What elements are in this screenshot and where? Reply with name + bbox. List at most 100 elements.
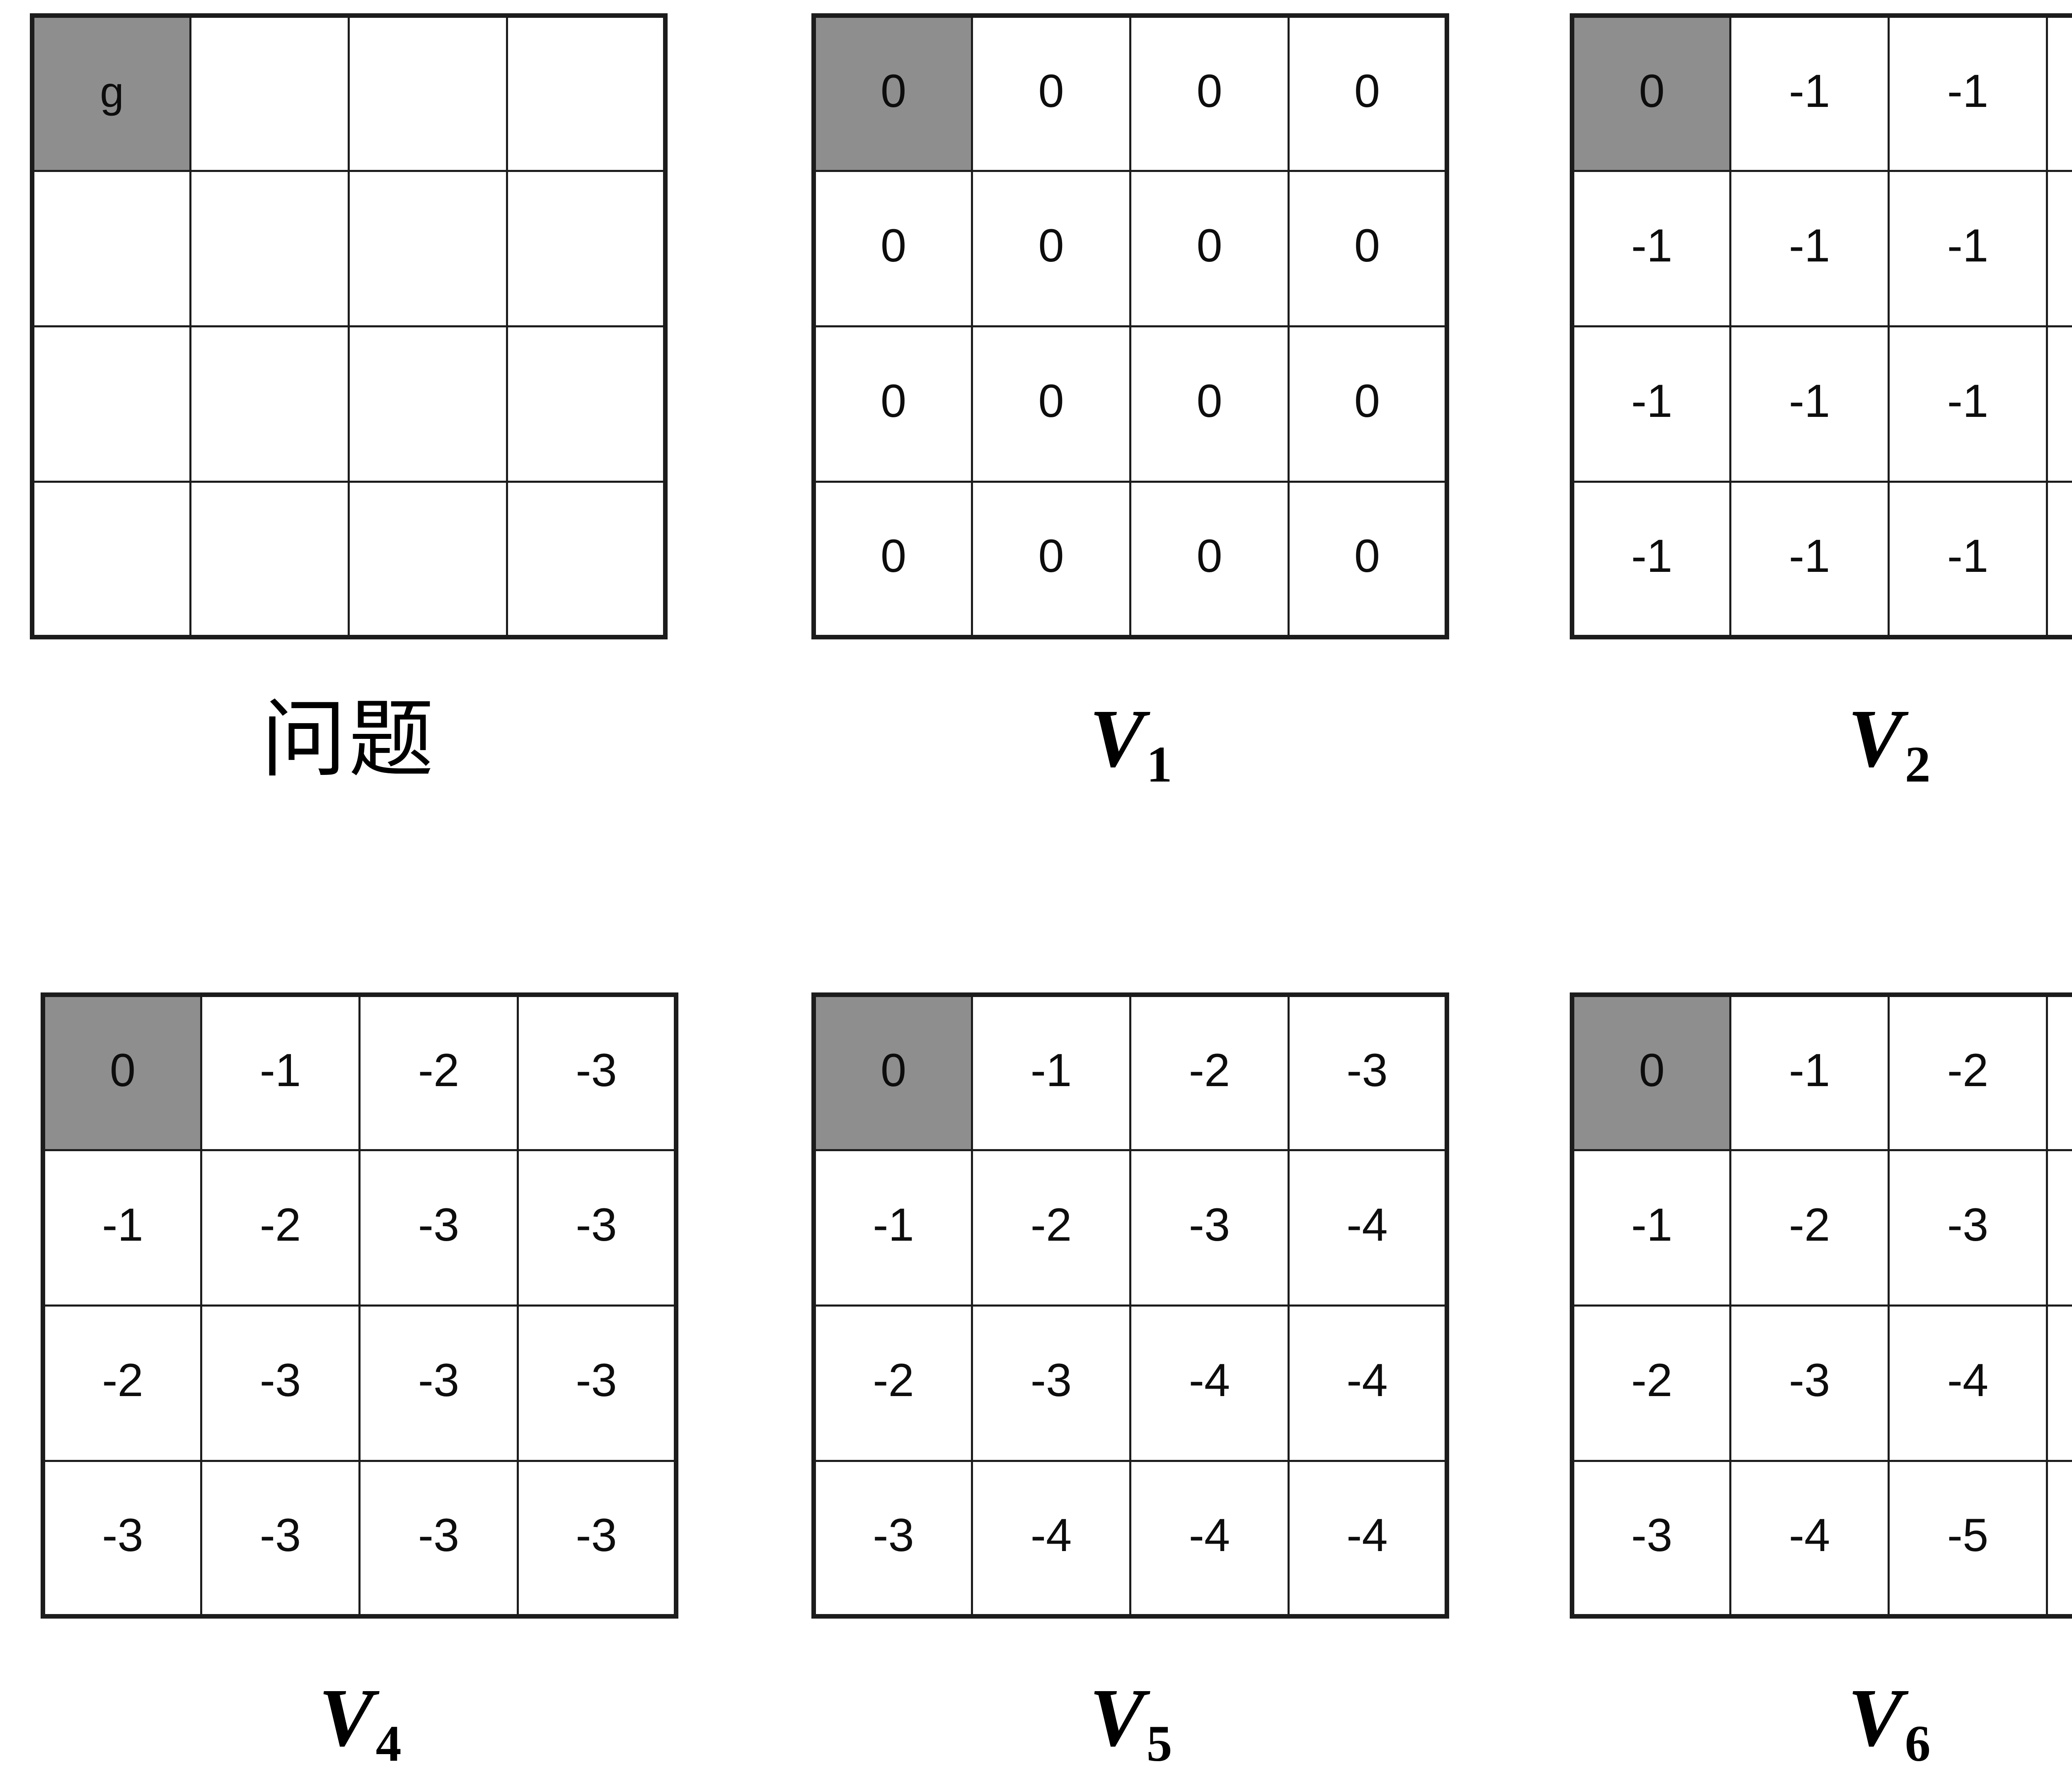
grid-row: -1-1-1-1 bbox=[1571, 325, 2072, 483]
grid-cell[interactable]: 0 bbox=[1288, 170, 1448, 327]
grid-cell[interactable]: -3 bbox=[42, 1460, 202, 1617]
grid-cell[interactable]: -2 bbox=[971, 1149, 1131, 1307]
grid-cell[interactable]: -3 bbox=[517, 1149, 677, 1307]
grid-cell[interactable]: 0 bbox=[1129, 170, 1290, 327]
grid-cell[interactable]: -1 bbox=[2046, 325, 2072, 483]
grid-cell[interactable]: 0 bbox=[971, 170, 1131, 327]
grid-cell[interactable]: 0 bbox=[813, 325, 973, 483]
grid-cell[interactable]: -1 bbox=[1888, 325, 2048, 483]
grid-cell[interactable]: -1 bbox=[1729, 481, 1890, 638]
grid-cell[interactable]: -1 bbox=[1888, 170, 2048, 327]
grid-cell[interactable] bbox=[348, 15, 508, 172]
grid-cell[interactable]: 0 bbox=[1129, 481, 1290, 638]
grid-cell[interactable]: 0 bbox=[813, 170, 973, 327]
grid-cell[interactable]: -3 bbox=[358, 1460, 519, 1617]
grid-cell[interactable]: 0 bbox=[971, 15, 1131, 172]
grid-cell[interactable]: -1 bbox=[1888, 15, 2048, 172]
grid-cell[interactable]: -5 bbox=[2046, 1304, 2072, 1462]
grid-cell[interactable]: -5 bbox=[1888, 1460, 2048, 1617]
grid-cell[interactable] bbox=[31, 170, 191, 327]
grid-cell[interactable]: -1 bbox=[1571, 1149, 1731, 1307]
grid-row bbox=[31, 325, 666, 483]
grid-cell[interactable] bbox=[189, 170, 350, 327]
grid-cell[interactable]: -3 bbox=[1729, 1304, 1890, 1462]
grid-cell[interactable]: -1 bbox=[1888, 481, 2048, 638]
grid-cell[interactable]: -3 bbox=[517, 994, 677, 1151]
grid-cell[interactable]: -4 bbox=[1288, 1460, 1448, 1617]
grid-cell[interactable] bbox=[189, 481, 350, 638]
grid-cell[interactable]: -2 bbox=[358, 994, 519, 1151]
grid-cell[interactable]: g bbox=[31, 15, 191, 172]
grid-cell[interactable] bbox=[506, 15, 666, 172]
grid-cell[interactable] bbox=[31, 325, 191, 483]
grid-cell[interactable]: 0 bbox=[1571, 994, 1731, 1151]
grid-cell[interactable]: -2 bbox=[1129, 994, 1290, 1151]
grid-cell[interactable] bbox=[31, 481, 191, 638]
grid-cell[interactable]: -4 bbox=[1129, 1460, 1290, 1617]
grid-cell[interactable]: 0 bbox=[813, 481, 973, 638]
grid-cell[interactable]: -2 bbox=[813, 1304, 973, 1462]
grid-cell[interactable]: 0 bbox=[1288, 15, 1448, 172]
grid-cell[interactable]: -4 bbox=[1129, 1304, 1290, 1462]
grid-cell[interactable]: -2 bbox=[1571, 1304, 1731, 1462]
grid-cell[interactable]: 0 bbox=[1571, 15, 1731, 172]
grid-cell[interactable]: -5 bbox=[2046, 1460, 2072, 1617]
grid-cell[interactable]: 0 bbox=[1288, 325, 1448, 483]
grid-cell[interactable]: -1 bbox=[1729, 994, 1890, 1151]
grid-cell[interactable] bbox=[506, 481, 666, 638]
grid-cell[interactable]: -4 bbox=[1288, 1304, 1448, 1462]
grid-cell[interactable]: -3 bbox=[1571, 1460, 1731, 1617]
grid-cell[interactable]: -1 bbox=[971, 994, 1131, 1151]
grid-cell[interactable]: -1 bbox=[1571, 481, 1731, 638]
grid-cell[interactable]: -1 bbox=[1729, 170, 1890, 327]
grid-cell[interactable]: -1 bbox=[813, 1149, 973, 1307]
grid-cell[interactable]: 0 bbox=[813, 15, 973, 172]
grid-cell[interactable]: -1 bbox=[2046, 481, 2072, 638]
grid-cell[interactable]: -1 bbox=[200, 994, 361, 1151]
grid-cell[interactable]: -3 bbox=[1888, 1149, 2048, 1307]
grid-cell[interactable] bbox=[348, 170, 508, 327]
grid-cell[interactable]: -3 bbox=[517, 1304, 677, 1462]
grid-cell[interactable]: -3 bbox=[200, 1460, 361, 1617]
grid-cell[interactable]: -1 bbox=[2046, 15, 2072, 172]
grid-cell[interactable]: -2 bbox=[42, 1304, 202, 1462]
grid-cell[interactable]: 0 bbox=[971, 325, 1131, 483]
grid-cell[interactable]: 0 bbox=[1129, 325, 1290, 483]
grid-cell[interactable]: -2 bbox=[1888, 994, 2048, 1151]
grid-cell[interactable]: -2 bbox=[1729, 1149, 1890, 1307]
grid-cell[interactable] bbox=[189, 15, 350, 172]
grid-cell[interactable] bbox=[506, 170, 666, 327]
grid-cell[interactable]: -3 bbox=[1288, 994, 1448, 1151]
grid-cell[interactable]: -1 bbox=[2046, 170, 2072, 327]
grid-cell[interactable]: -4 bbox=[1288, 1149, 1448, 1307]
grid-cell[interactable]: -4 bbox=[971, 1460, 1131, 1617]
grid-cell[interactable]: -4 bbox=[1888, 1304, 2048, 1462]
grid-cell[interactable] bbox=[348, 481, 508, 638]
grid-cell[interactable]: -1 bbox=[1571, 325, 1731, 483]
grid-cell[interactable]: -1 bbox=[1571, 170, 1731, 327]
grid-cell[interactable]: -3 bbox=[1129, 1149, 1290, 1307]
grid-cell[interactable]: -1 bbox=[42, 1149, 202, 1307]
grid-cell[interactable]: 0 bbox=[1129, 15, 1290, 172]
grid-cell[interactable] bbox=[348, 325, 508, 483]
grid-cell[interactable]: 0 bbox=[971, 481, 1131, 638]
grid-cell[interactable]: -4 bbox=[2046, 1149, 2072, 1307]
grid-cell[interactable]: 0 bbox=[1288, 481, 1448, 638]
grid-cell[interactable]: -2 bbox=[200, 1149, 361, 1307]
grid-cell[interactable]: -3 bbox=[200, 1304, 361, 1462]
panel-label-text: V bbox=[1847, 693, 1904, 784]
grid-cell[interactable]: -3 bbox=[358, 1149, 519, 1307]
grid-cell[interactable]: -3 bbox=[517, 1460, 677, 1617]
grid-cell[interactable]: -4 bbox=[1729, 1460, 1890, 1617]
grid-cell[interactable]: -3 bbox=[2046, 994, 2072, 1151]
grid-cell[interactable]: -3 bbox=[971, 1304, 1131, 1462]
grid-cell[interactable] bbox=[506, 325, 666, 483]
grid-cell[interactable]: 0 bbox=[813, 994, 973, 1151]
grid-cell[interactable] bbox=[189, 325, 350, 483]
grid-cell[interactable]: -1 bbox=[1729, 15, 1890, 172]
grid-cell[interactable]: -3 bbox=[358, 1304, 519, 1462]
grid-cell[interactable]: -3 bbox=[813, 1460, 973, 1617]
grid-cell[interactable]: 0 bbox=[42, 994, 202, 1151]
grid-cell[interactable]: -1 bbox=[1729, 325, 1890, 483]
